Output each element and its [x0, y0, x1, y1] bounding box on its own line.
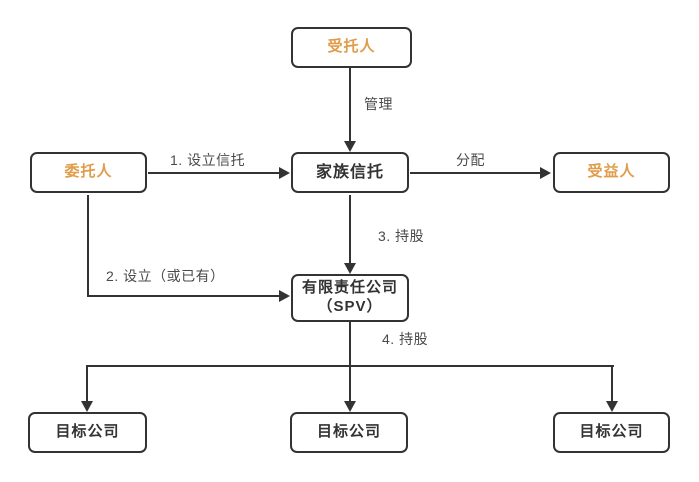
node-target-company-2: 目标公司	[290, 412, 408, 453]
node-settlor-label: 委托人	[64, 163, 113, 181]
arrowhead-hold-shares-3	[344, 263, 356, 274]
edge-label-hold-shares-3: 3. 持股	[378, 228, 425, 244]
edge-line-target-1	[86, 365, 88, 402]
edge-line-distribute	[410, 172, 541, 174]
node-beneficiary: 受益人	[553, 152, 670, 193]
node-spv-label-line1: 有限责任公司	[301, 279, 398, 297]
node-target-company-3-label: 目标公司	[579, 423, 644, 441]
node-target-company-3: 目标公司	[553, 412, 670, 453]
node-target-company-1: 目标公司	[28, 412, 147, 453]
edge-line-establish-spv-vertical	[87, 195, 89, 297]
edge-label-distribute: 分配	[456, 152, 485, 168]
edge-line-hold-shares-4-stem	[349, 320, 351, 366]
node-target-company-2-label: 目标公司	[316, 423, 381, 441]
arrowhead-target-1	[81, 401, 93, 412]
edge-line-establish-spv-horizontal	[87, 295, 279, 297]
edge-line-hold-shares-3	[349, 195, 351, 263]
node-family-trust: 家族信托	[291, 152, 409, 193]
arrowhead-distribute	[540, 167, 551, 179]
node-beneficiary-label: 受益人	[587, 163, 636, 181]
arrowhead-establish-trust	[279, 167, 290, 179]
node-spv: 有限责任公司 （SPV）	[291, 274, 409, 322]
edge-line-target-2	[349, 365, 351, 402]
arrowhead-establish-spv	[279, 290, 290, 302]
edge-line-establish-trust	[148, 172, 280, 174]
node-family-trust-label: 家族信托	[315, 163, 384, 181]
edge-label-establish-spv: 2. 设立（或已有）	[106, 268, 225, 284]
edge-line-target-3	[611, 365, 613, 402]
edge-label-hold-shares-4: 4. 持股	[382, 331, 429, 347]
node-settlor: 委托人	[30, 152, 147, 193]
arrowhead-target-2	[344, 401, 356, 412]
node-target-company-1-label: 目标公司	[55, 423, 120, 441]
node-trustee: 受托人	[291, 27, 412, 68]
node-spv-label-line2: （SPV）	[317, 298, 383, 315]
edge-label-establish-trust: 1. 设立信托	[170, 152, 246, 168]
edge-line-manage	[349, 68, 351, 142]
arrowhead-manage	[344, 141, 356, 152]
arrowhead-target-3	[606, 401, 618, 412]
node-trustee-label: 受托人	[327, 38, 376, 56]
edge-label-manage: 管理	[364, 96, 393, 112]
